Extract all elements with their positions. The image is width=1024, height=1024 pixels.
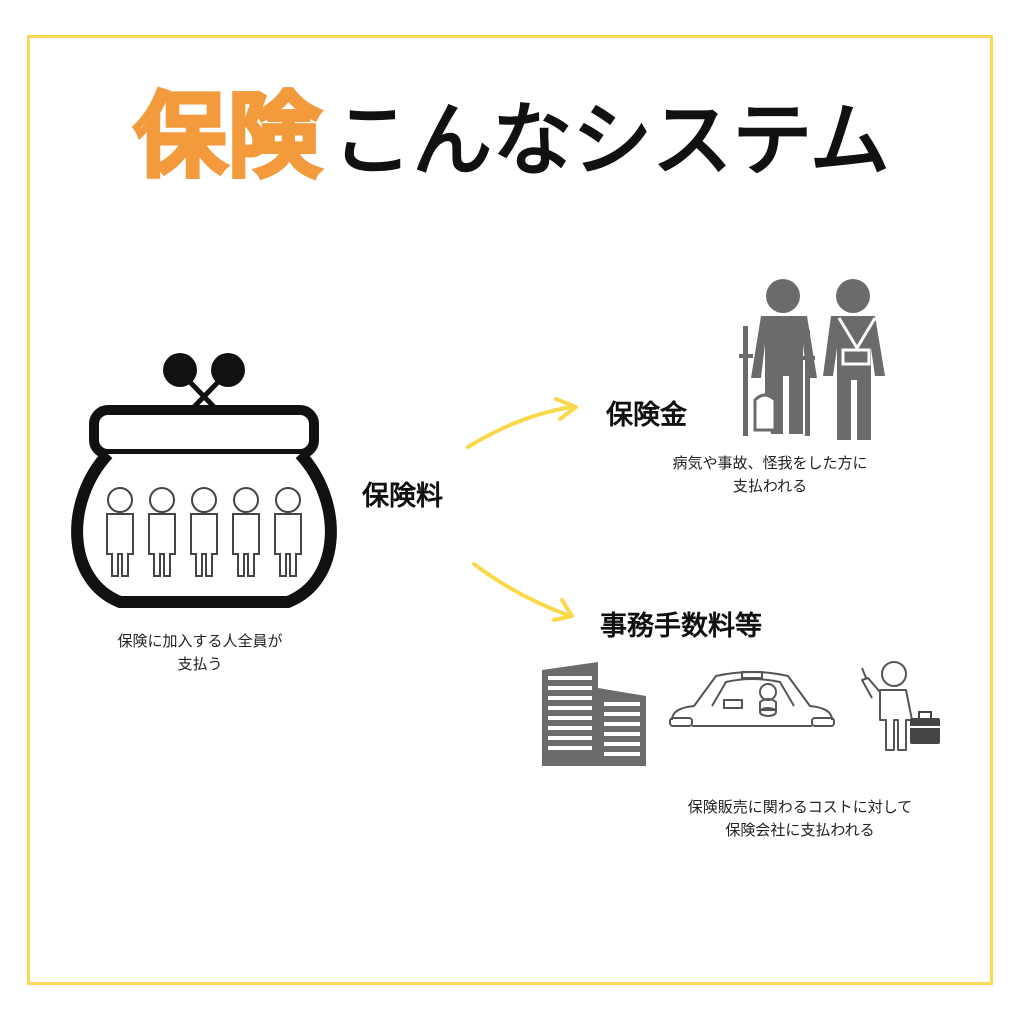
- office-building-icon: [542, 662, 646, 766]
- injured-people-icon: [739, 279, 885, 440]
- page-frame: [27, 35, 993, 985]
- arrow-to-benefit-icon: [466, 397, 578, 449]
- title-accent: 保険: [132, 81, 323, 192]
- fees-label: 事務手数料等: [600, 611, 762, 642]
- title-rest: こんなシステム: [332, 94, 890, 187]
- arrow-to-fees-icon: [472, 562, 574, 622]
- premium-label: 保険料: [362, 481, 443, 512]
- benefit-caption-line2: 支払われる: [732, 477, 808, 495]
- businessman-icon: [861, 661, 940, 751]
- premium-caption-line1: 保険に加入する人全員が: [117, 632, 283, 650]
- fees-caption: 保険販売に関わるコストに対して 保険会社に支払われる: [600, 796, 1000, 842]
- premium-caption-line2: 支払う: [177, 655, 223, 673]
- benefit-label: 保険金: [606, 400, 687, 431]
- benefit-caption: 病気や事故、怪我をした方に 支払われる: [610, 452, 930, 498]
- fees-caption-line1: 保険販売に関わるコストに対して: [687, 798, 913, 816]
- page-title: 保険こんなシステム: [0, 62, 1024, 195]
- car-driver-icon: [669, 671, 835, 727]
- people-icon: [106, 487, 302, 577]
- premium-caption: 保険に加入する人全員が 支払う: [80, 630, 320, 676]
- benefit-caption-line1: 病気や事故、怪我をした方に: [672, 454, 868, 472]
- fees-caption-line2: 保険会社に支払われる: [725, 821, 875, 839]
- purse-icon: [71, 353, 337, 608]
